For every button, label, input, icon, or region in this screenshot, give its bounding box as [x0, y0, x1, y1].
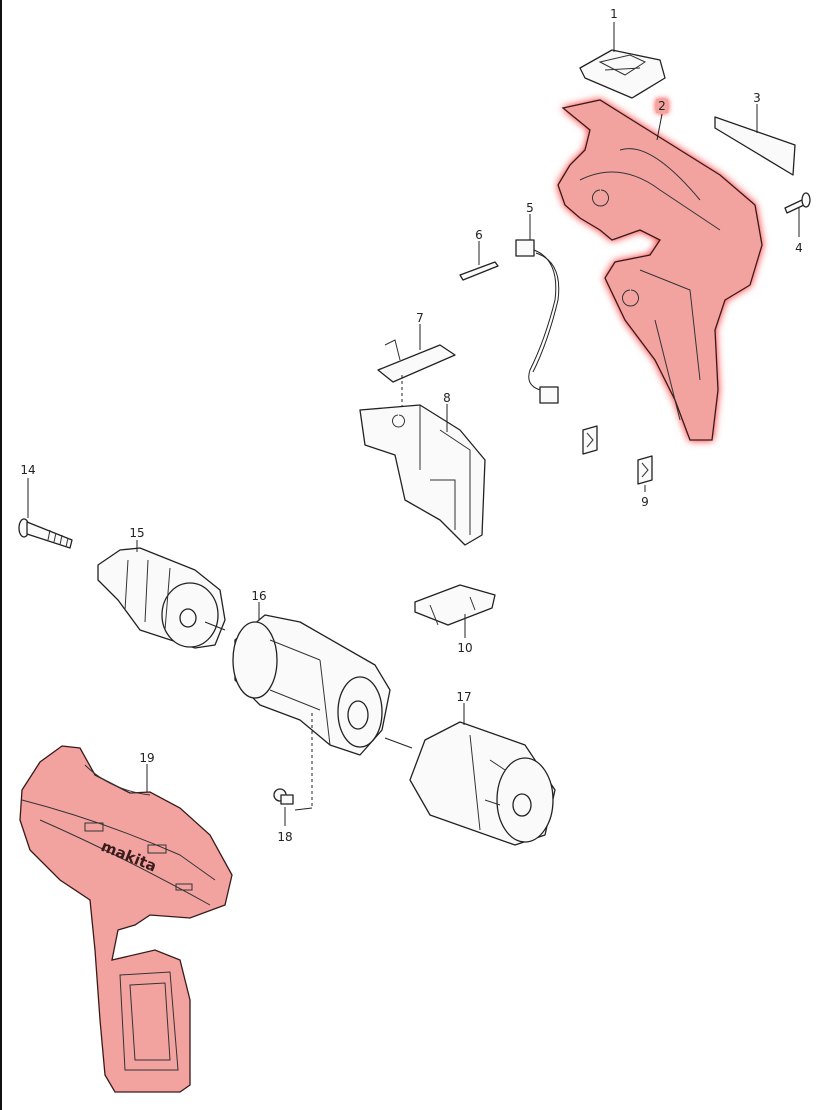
part-6-terminal[interactable]: 6	[459, 228, 499, 281]
part-7-change-lever[interactable]: 7	[377, 311, 456, 410]
part-8-switch[interactable]: 8	[359, 391, 486, 546]
part-label-16[interactable]: 16	[251, 589, 266, 603]
part-label-3[interactable]: 3	[753, 91, 761, 105]
part-label-18[interactable]: 18	[277, 830, 292, 844]
part-1-switch-lever[interactable]: 1	[579, 7, 666, 99]
part-label-17[interactable]: 17	[456, 690, 471, 704]
part-label-4[interactable]: 4	[795, 241, 803, 255]
part-label-9[interactable]: 9	[641, 495, 649, 509]
left-border	[0, 0, 2, 1110]
part-label-15[interactable]: 15	[129, 526, 144, 540]
part-5-lead-wire[interactable]: 5	[515, 201, 560, 404]
part-10-switch-holder[interactable]: 10	[414, 584, 496, 655]
part-label-1[interactable]: 1	[610, 7, 618, 21]
part-17-dc-motor[interactable]: 17	[384, 690, 556, 846]
part-18-screw[interactable]: 18	[273, 788, 294, 844]
part-14-chuck-screw[interactable]: 14	[18, 463, 73, 549]
part-3-name-plate[interactable]: 3	[714, 91, 796, 176]
part-label-19[interactable]: 19	[139, 751, 154, 765]
part-label-6[interactable]: 6	[475, 228, 483, 242]
part-15-keyless-chuck[interactable]: 15	[97, 526, 226, 649]
part-label-10[interactable]: 10	[457, 641, 472, 655]
part-4-tapping-screw[interactable]: 4	[784, 192, 811, 255]
part-16-gear-assembly[interactable]: 16	[204, 589, 391, 811]
part-9-insulation-plate[interactable]: 9	[582, 425, 653, 509]
part-label-2[interactable]: 2	[658, 99, 666, 113]
part-19-housing-cover[interactable]: makita 19	[19, 745, 233, 1093]
part-label-5[interactable]: 5	[526, 201, 534, 215]
part-label-14[interactable]: 14	[20, 463, 35, 477]
part-label-8[interactable]: 8	[443, 391, 451, 405]
part-label-7[interactable]: 7	[416, 311, 424, 325]
part-2-housing-set[interactable]: 2	[557, 99, 763, 441]
